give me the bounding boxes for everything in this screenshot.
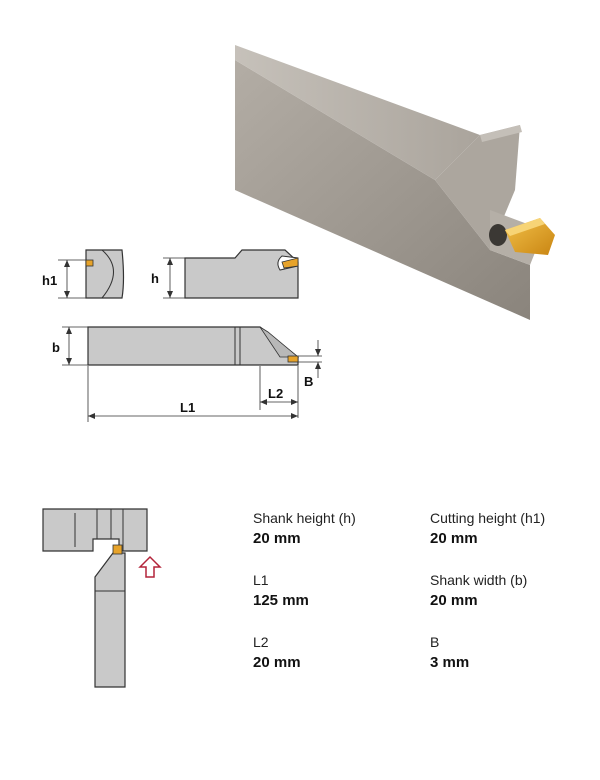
spec-label: L1	[253, 572, 269, 588]
spec-label: B	[430, 634, 440, 650]
dim-h	[163, 257, 185, 299]
dim-L1	[87, 366, 298, 422]
top-view-insert	[287, 355, 299, 363]
application-schematic	[42, 508, 162, 688]
spec-label: Shank height (h)	[253, 510, 356, 526]
label-h1: h1	[42, 273, 57, 288]
spec-value: 20 mm	[430, 530, 478, 547]
dim-L2	[259, 366, 299, 418]
top-view	[87, 326, 300, 366]
dim-B	[298, 340, 322, 378]
dim-h1	[58, 259, 86, 299]
label-h: h	[151, 271, 159, 286]
spec-value: 20 mm	[253, 654, 301, 671]
spec-value: 20 mm	[253, 530, 301, 547]
tool-holder-photo	[235, 45, 555, 320]
workpiece	[42, 508, 148, 552]
end-view	[85, 249, 125, 299]
spec-value: 125 mm	[253, 592, 309, 609]
end-view-insert	[85, 259, 94, 267]
label-b: b	[52, 340, 60, 355]
spec-label: Cutting height (h1)	[430, 510, 546, 526]
technical-drawing: h1 h b B	[42, 249, 322, 422]
spec-value: 20 mm	[430, 592, 478, 609]
label-L1: L1	[180, 400, 195, 415]
label-L2: L2	[268, 386, 283, 401]
spec-value: 3 mm	[430, 654, 470, 671]
side-view	[184, 249, 299, 299]
spec-label: L2	[253, 634, 269, 650]
feed-direction-arrow-icon	[138, 555, 162, 578]
schematic-tool	[94, 552, 126, 688]
dim-b	[62, 326, 88, 366]
label-B: B	[304, 374, 313, 389]
spec-label: Shank width (b)	[430, 572, 528, 588]
side-view-insert	[281, 257, 299, 269]
schematic-insert	[112, 544, 123, 555]
